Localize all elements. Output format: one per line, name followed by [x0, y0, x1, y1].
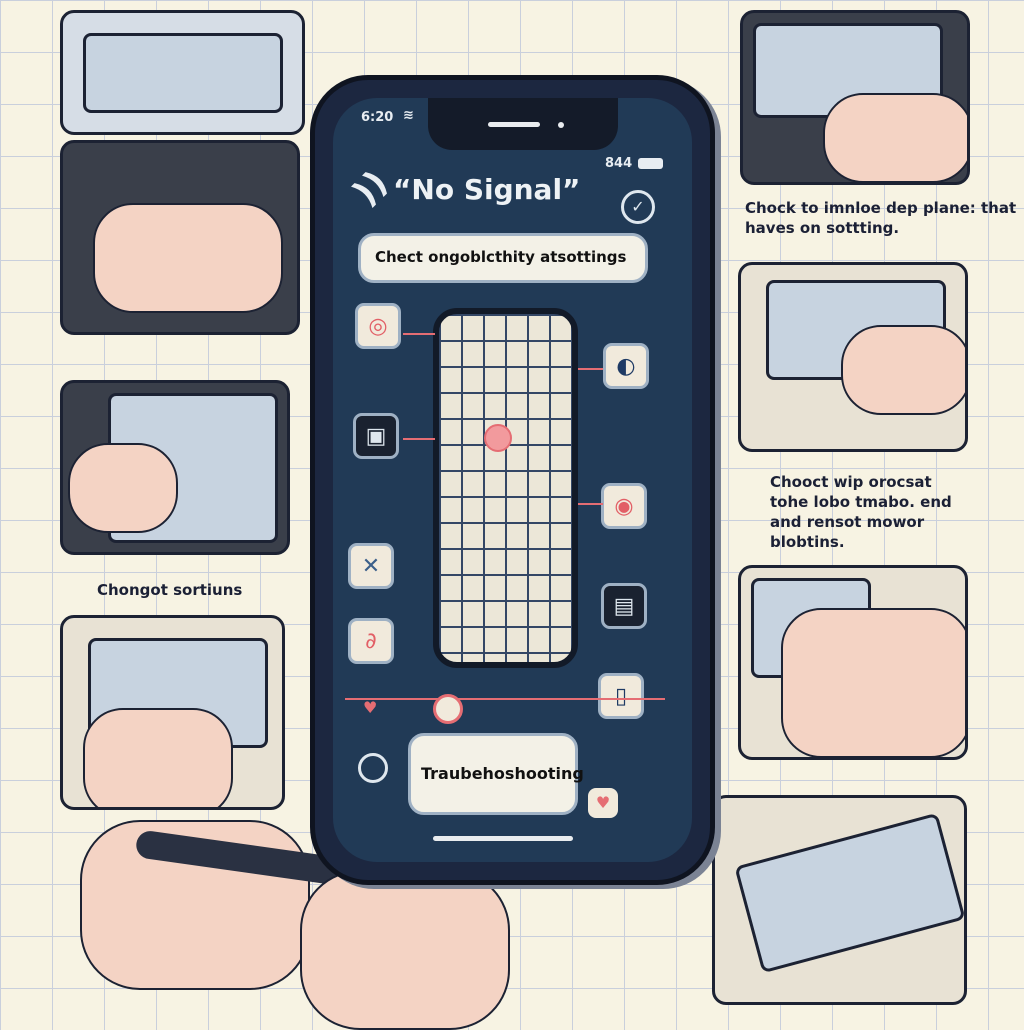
panel-tablet-settings — [60, 380, 290, 555]
home-indicator — [433, 836, 573, 841]
caption-left: Chongot sortiuns — [97, 581, 243, 599]
app-icon-5[interactable]: ◐ — [603, 343, 649, 389]
caption-right-top: Chock to imnloe dep plane: that haves on… — [745, 199, 1017, 237]
power-icon — [433, 694, 463, 724]
status-time: 6:20 — [361, 110, 394, 125]
check-circle-icon[interactable]: ✓ — [621, 190, 655, 224]
panel-phone-cable — [712, 795, 967, 1005]
phone-device: 6:20 ≋ 844 )) “No Signal” ✓ Chect ongobl… — [310, 75, 715, 885]
panel-sim-card — [738, 565, 968, 760]
phone-screen: 6:20 ≋ 844 )) “No Signal” ✓ Chect ongobl… — [333, 98, 692, 862]
app-icon-2[interactable]: ▣ — [353, 413, 399, 459]
home-button-icon[interactable] — [358, 753, 388, 783]
app-icon-3[interactable]: ✕ — [348, 543, 394, 589]
connector-line — [345, 698, 665, 700]
inner-phone-map — [433, 308, 578, 668]
troubleshooting-button[interactable]: Traubehoshooting — [408, 733, 584, 815]
no-signal-title: “No Signal” — [393, 173, 581, 206]
status-right: 844 — [605, 156, 633, 171]
panel-phone-touch — [60, 615, 285, 810]
battery-icon — [638, 158, 663, 169]
app-icon-8[interactable]: ▯ — [598, 673, 644, 719]
app-icon-1[interactable]: ◎ — [355, 303, 401, 349]
connector-line — [578, 368, 603, 370]
wifi-status-icon: ≋ — [403, 108, 414, 123]
connector-line — [578, 503, 603, 505]
panel-laptop-touch — [738, 262, 968, 452]
app-icon-6[interactable]: ◉ — [601, 483, 647, 529]
connector-line — [403, 333, 435, 335]
wifi-icon: )) — [345, 162, 396, 214]
panel-hands-tool — [60, 140, 300, 335]
panel-device-tap — [740, 10, 970, 185]
app-icon-7[interactable]: ▤ — [601, 583, 647, 629]
app-icon-4[interactable]: ∂ — [348, 618, 394, 664]
caption-right-middle: Chooct wip orocsat tohe lobo tmabo. end … — [770, 473, 952, 551]
panel-laptop-screen — [60, 10, 305, 135]
heart-message-icon[interactable]: ♥ — [588, 788, 618, 818]
notch — [428, 98, 618, 150]
connector-line — [403, 438, 435, 440]
location-pin-icon — [484, 424, 512, 452]
settings-banner[interactable]: Chect ongoblcthity atsottings — [358, 233, 648, 283]
heart-icon: ♥ — [363, 698, 378, 717]
hand-bottom-right — [300, 870, 510, 1030]
